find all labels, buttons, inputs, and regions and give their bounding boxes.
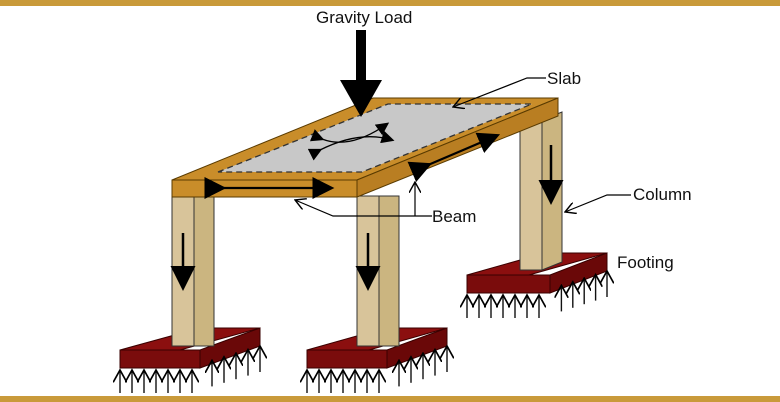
column-front-left — [170, 195, 215, 347]
beam-label: Beam — [432, 207, 476, 226]
beam-force-arrow — [407, 132, 501, 183]
column-front-middle — [355, 195, 400, 347]
gravity-load-label: Gravity Load — [316, 8, 412, 27]
top-border — [0, 0, 780, 6]
gravity-load-arrow — [340, 30, 382, 117]
soil-reaction-arrows — [120, 271, 607, 393]
slab-distribution-arrow — [307, 130, 395, 161]
column-back-right — [519, 111, 564, 271]
slab-leader — [453, 77, 546, 107]
bottom-border — [0, 396, 780, 402]
beam-leader-1 — [295, 200, 432, 217]
footing-label: Footing — [617, 253, 674, 272]
slab-beam-frame — [171, 97, 559, 198]
slab-label: Slab — [547, 69, 581, 88]
column-leader — [565, 194, 631, 212]
column-label: Column — [633, 185, 692, 204]
